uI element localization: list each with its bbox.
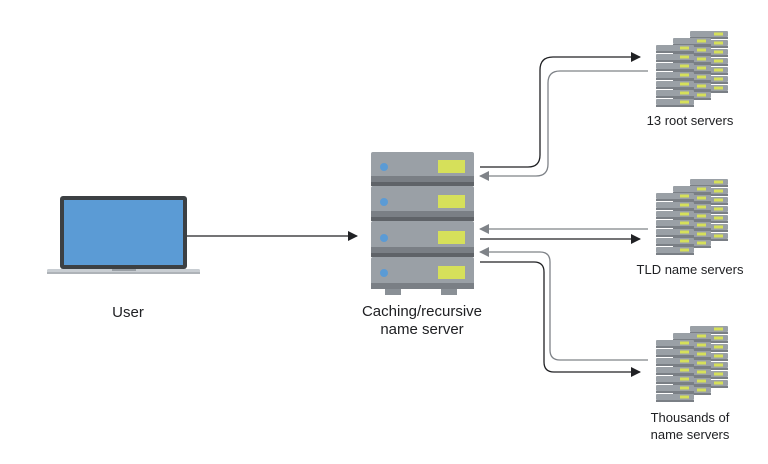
root-servers-label: 13 root servers — [646, 113, 734, 128]
resolver-to-root-arrow — [480, 52, 641, 168]
root-servers-cluster-icon — [656, 31, 728, 107]
authoritative-to-resolver-arrow — [479, 247, 648, 361]
tld-servers-label: TLD name servers — [636, 262, 744, 277]
server-unit — [371, 186, 474, 217]
authoritative-servers-cluster-icon — [656, 326, 728, 402]
user-label: User — [112, 304, 144, 321]
authoritative-servers-label-line2: name servers — [650, 427, 730, 442]
caching-server-label-line2: name server — [380, 321, 464, 338]
caching-server-label: Caching/recursive name server — [342, 303, 502, 339]
caching-server-label-line1: Caching/recursive — [361, 303, 483, 320]
resolver-to-authoritative-arrow — [480, 261, 641, 377]
server-unit — [371, 257, 474, 289]
server-stack-icon — [371, 152, 474, 295]
root-to-resolver-arrow — [479, 70, 648, 181]
server-unit — [371, 221, 474, 253]
laptop-icon — [47, 196, 200, 274]
tld-servers-cluster-icon — [656, 179, 728, 255]
server-unit — [371, 152, 474, 182]
authoritative-servers-label: Thousands of name servers — [620, 409, 760, 443]
authoritative-servers-label-line1: Thousands of — [650, 410, 730, 425]
